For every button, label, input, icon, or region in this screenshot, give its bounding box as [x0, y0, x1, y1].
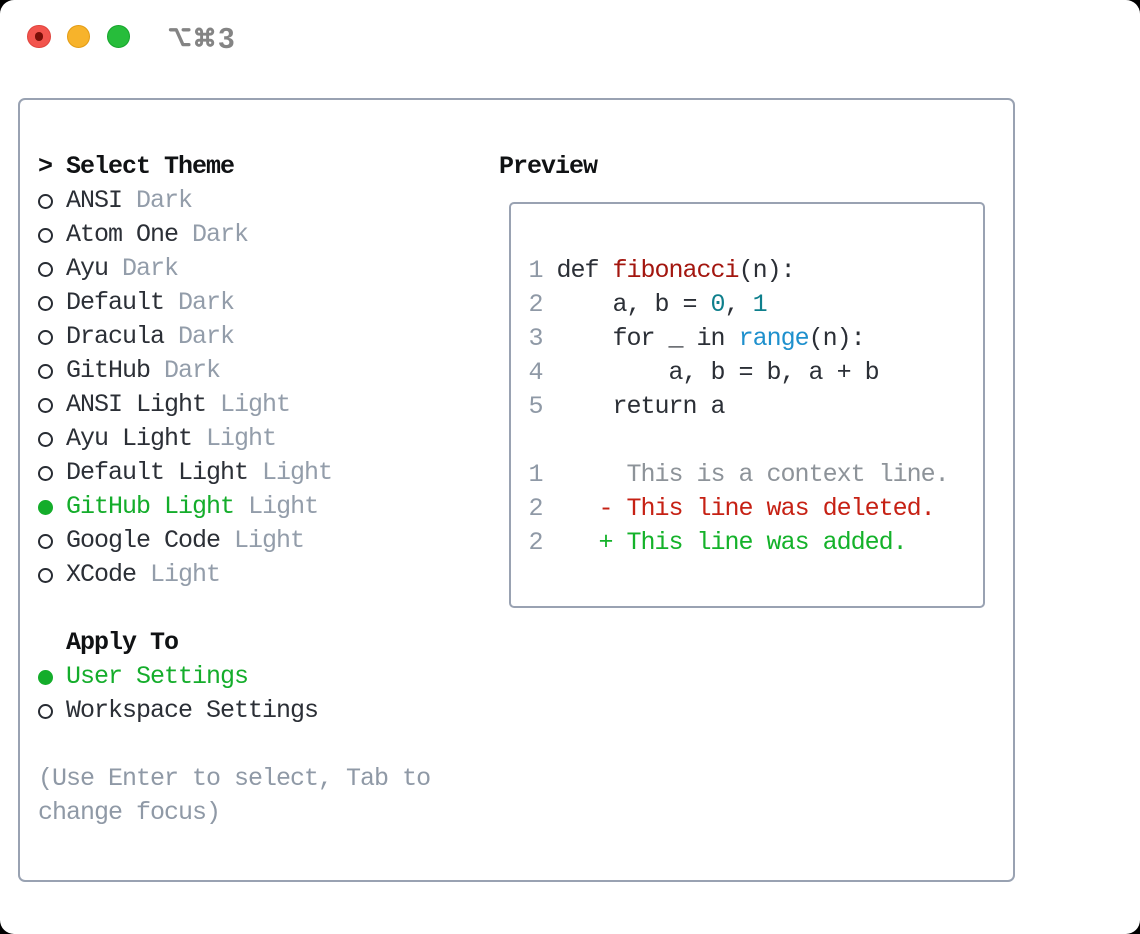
svg-text:3: 3 — [218, 24, 234, 54]
